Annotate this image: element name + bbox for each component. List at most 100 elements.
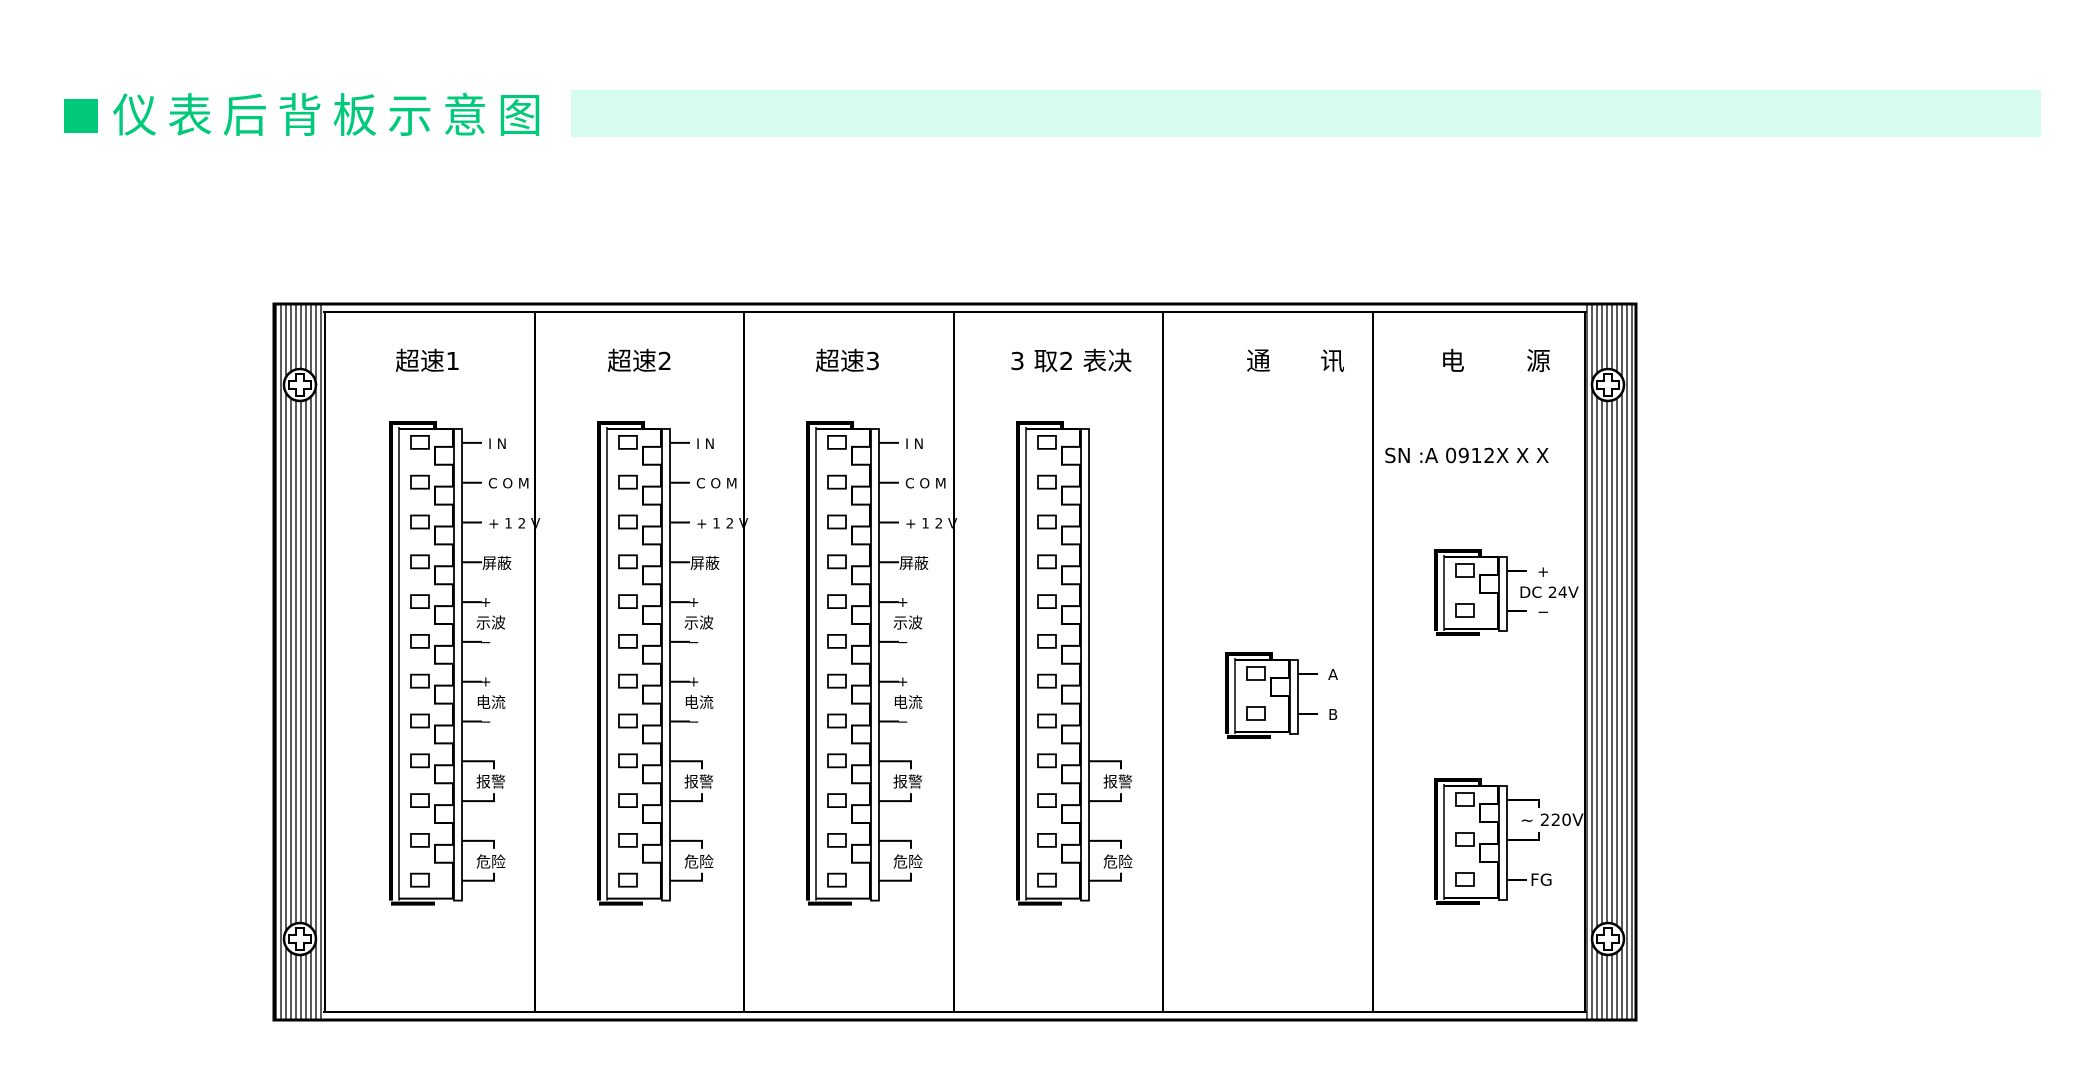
connector-profile (607, 428, 662, 900)
pin-label-minus: − (897, 635, 909, 651)
pin-hole (827, 554, 847, 570)
connector-outer (1016, 421, 1064, 901)
screw-icon (1590, 367, 1626, 403)
pin-hole (618, 753, 638, 769)
comm-terminal (1225, 652, 1299, 739)
pin-label-danger: 危险 (476, 853, 506, 871)
pin-hole (618, 673, 638, 689)
screw-cross (1596, 927, 1620, 951)
pin-hole (827, 793, 847, 808)
pin-label-v12: + 1 2 V (905, 517, 958, 533)
pin-hole (410, 713, 430, 729)
pin-hole (1455, 563, 1475, 578)
connector-profile (1444, 785, 1499, 899)
header-marker (64, 99, 98, 133)
pin-hole (1037, 833, 1057, 848)
connector-strip (1080, 428, 1090, 902)
pin-label-plus: + (688, 595, 700, 611)
pin-label-com: C O M (905, 477, 947, 493)
pin-label-scope: 示波 (476, 614, 506, 632)
pin-hole (1037, 474, 1057, 490)
screw-icon (1590, 921, 1626, 957)
column-title-part: 电 (1440, 347, 1465, 376)
pin-label-alarm: 报警 (893, 773, 923, 791)
pin-hole (1037, 514, 1057, 530)
connector-strip (1289, 659, 1299, 735)
page-title: 仪表后背板示意图 (112, 89, 552, 143)
terminal-block-2 (597, 421, 671, 906)
pin-label-v12: + 1 2 V (488, 517, 541, 533)
pin-hole (618, 554, 638, 570)
pin-hole (410, 673, 430, 689)
pin-label-current: 电流 (684, 694, 714, 712)
pin-hole (410, 793, 430, 808)
pin-label-plus: + (897, 595, 909, 611)
pin-hole (827, 434, 847, 450)
alarm-bracket (1089, 760, 1122, 803)
danger-bracket (879, 839, 912, 882)
pin-label-in: I N (905, 437, 924, 453)
alarm-bracket (879, 760, 912, 803)
pin-label-shield: 屏蔽 (482, 554, 512, 572)
pin-label-minus: − (480, 715, 492, 731)
panel-frame (272, 302, 1638, 1022)
pin-hole (1455, 792, 1475, 807)
screw-icon (282, 921, 318, 957)
screw-cross (288, 927, 312, 951)
comm-label-b: B (1328, 706, 1338, 724)
screw-cross (288, 373, 312, 397)
pin-label-minus: − (688, 635, 700, 651)
pin-hole (618, 793, 638, 808)
pin-label-danger: 危险 (893, 853, 923, 871)
connector-profile (1235, 659, 1290, 733)
pin-hole (1455, 872, 1475, 887)
pin-hole (1455, 832, 1475, 847)
pin-hole (618, 634, 638, 649)
column-title: 3 取2 表决 (1010, 347, 1133, 376)
heatsink-right (1586, 304, 1633, 1020)
heatsink-left (275, 304, 322, 1020)
dc24v-terminal (1434, 549, 1508, 636)
pin-hole (1455, 603, 1475, 618)
dc-plus-label: + (1537, 563, 1550, 581)
connector-outer (1225, 652, 1273, 734)
pin-label-v12: + 1 2 V (696, 517, 749, 533)
terminal-block-3 (806, 421, 880, 906)
connector-outer (806, 421, 854, 901)
pin-hole (827, 634, 847, 649)
danger-bracket (462, 839, 495, 882)
pin-label-scope: 示波 (684, 614, 714, 632)
pin-label-in: I N (488, 437, 507, 453)
connector-strip (661, 428, 671, 902)
pin-hole (410, 872, 430, 888)
connector-strip (870, 428, 880, 902)
pin-label-alarm: 报警 (1103, 773, 1133, 791)
pin-hole (410, 753, 430, 769)
connector-strip (1498, 556, 1508, 632)
pin-hole (1037, 753, 1057, 769)
pin-label-plus: + (480, 675, 492, 691)
pin-hole (1037, 793, 1057, 808)
pin-label-danger: 危险 (1103, 853, 1133, 871)
pin-label-alarm: 报警 (684, 773, 714, 791)
column-title: 超速1 (395, 347, 461, 376)
column-title-part: 通 (1246, 347, 1271, 376)
dc-label: DC 24V (1519, 583, 1579, 602)
pin-hole (410, 833, 430, 848)
pin-label-minus: − (480, 635, 492, 651)
danger-bracket (1089, 839, 1122, 882)
pin-hole (827, 713, 847, 729)
pin-hole (618, 474, 638, 490)
pin-label-current: 电流 (893, 694, 923, 712)
pin-hole (618, 434, 638, 450)
screw-cross (1596, 373, 1620, 397)
pin-hole (1037, 872, 1057, 888)
terminal-block-1 (389, 421, 463, 906)
pin-hole (410, 554, 430, 570)
connector-profile (1444, 556, 1499, 630)
pin-hole (410, 474, 430, 490)
pin-label-plus: + (480, 595, 492, 611)
screw-icon (282, 367, 318, 403)
connector-profile (816, 428, 871, 900)
